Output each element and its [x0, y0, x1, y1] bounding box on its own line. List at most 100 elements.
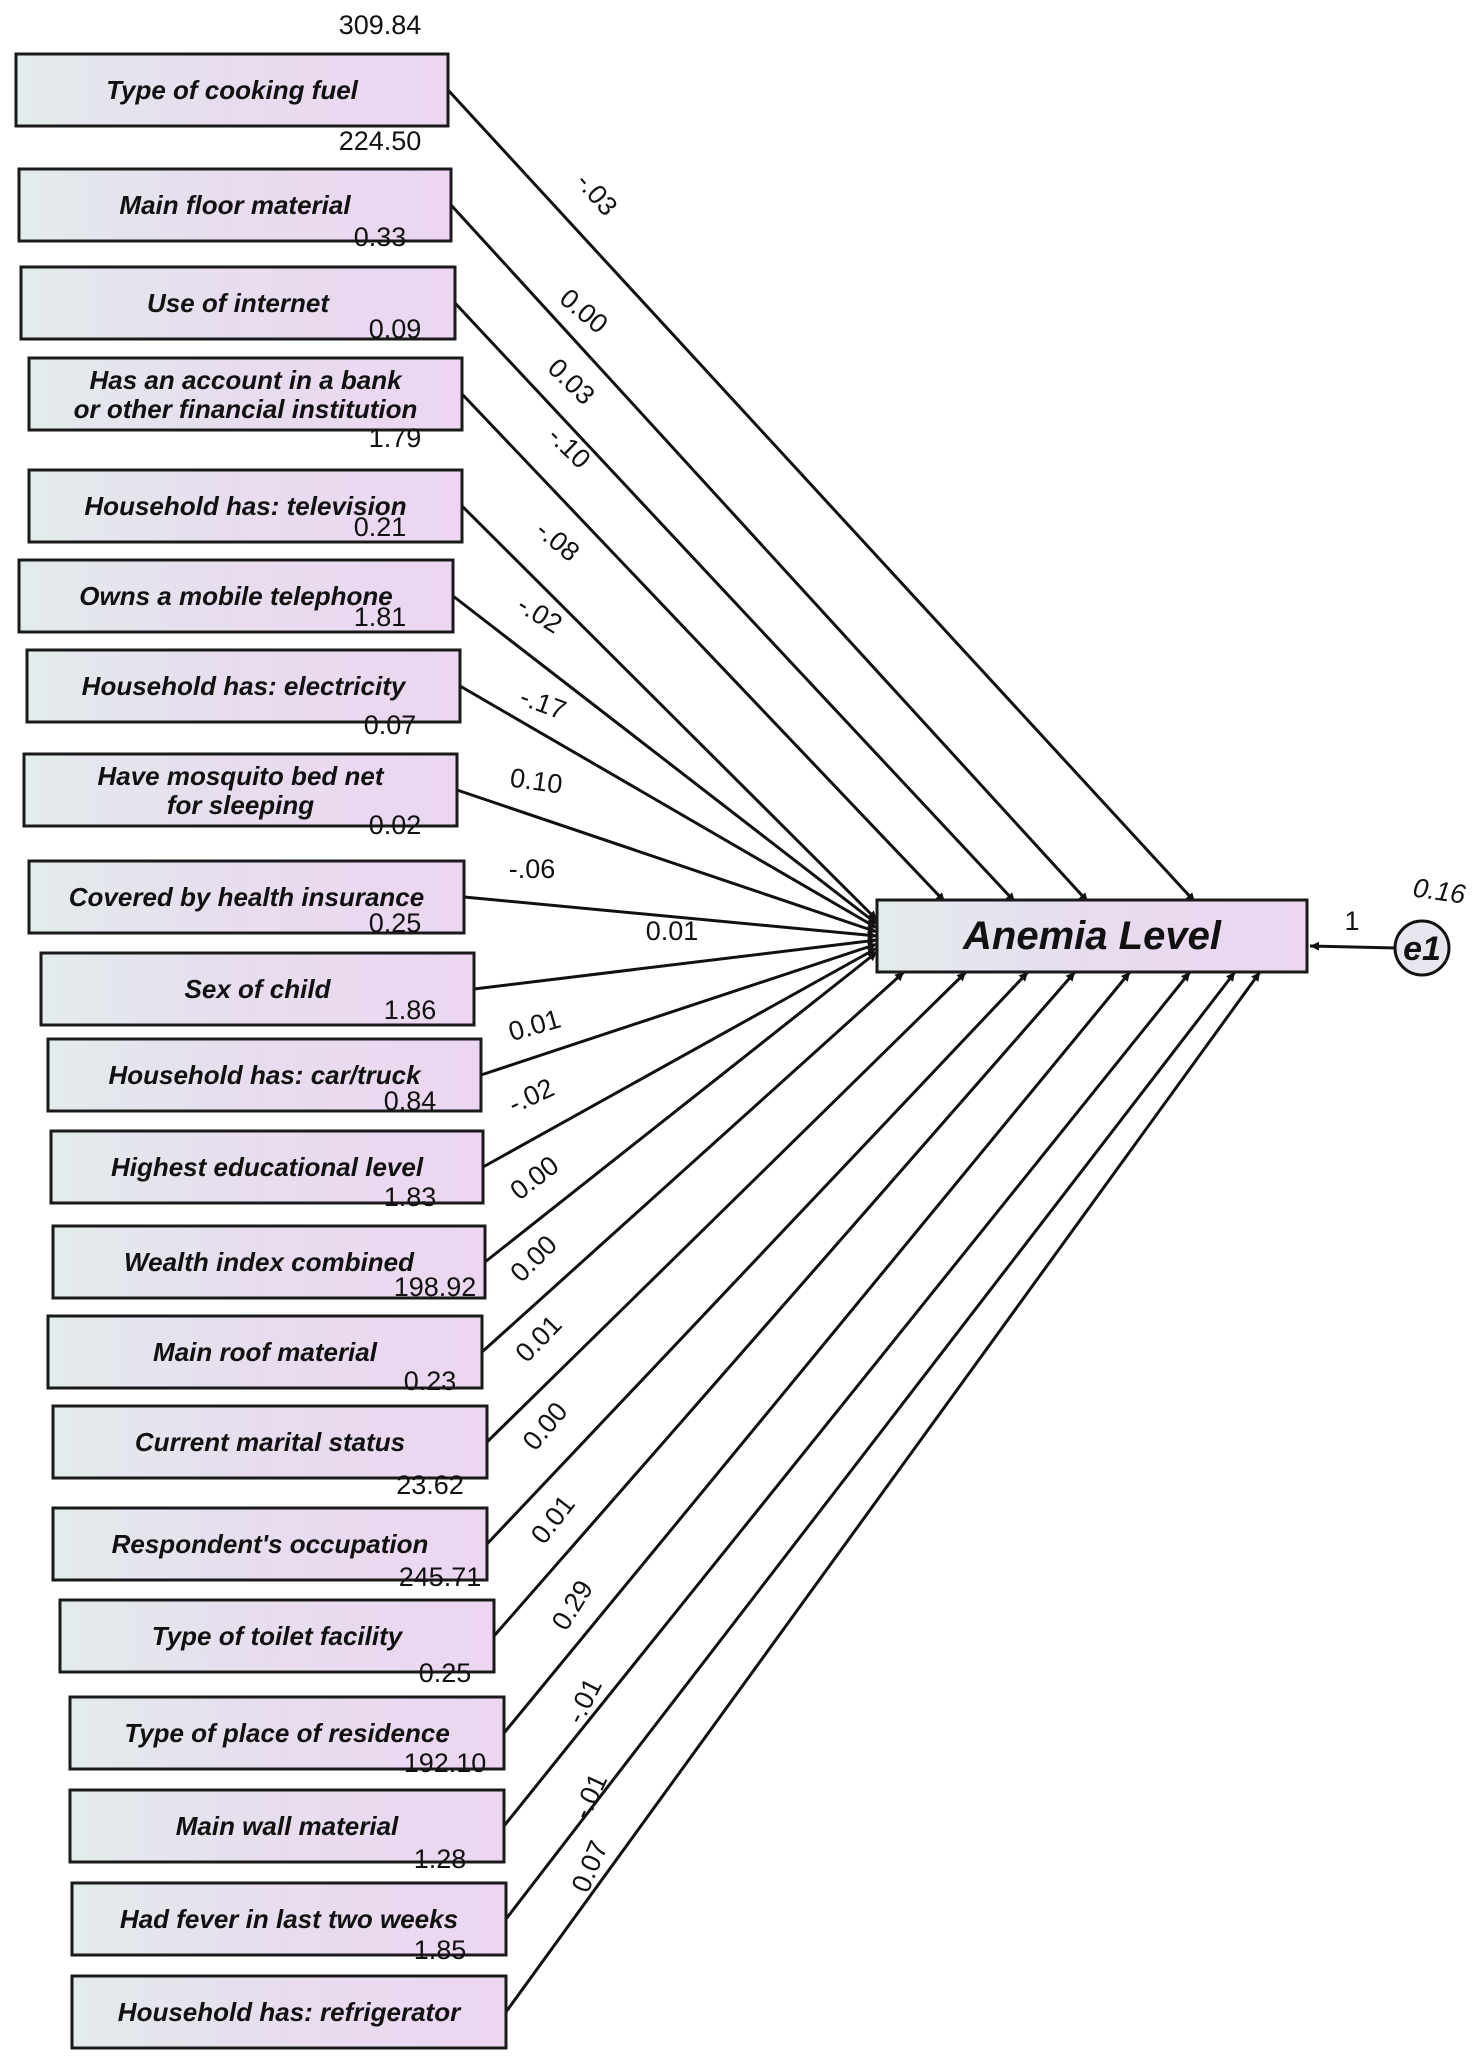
path-line [504, 971, 1262, 2013]
predictor-label: Respondent's occupation [112, 1529, 429, 1559]
predictor-variance: 0.09 [369, 314, 422, 344]
predictor-label: Main floor material [119, 190, 351, 220]
predictor-label: Type of place of residence [124, 1718, 450, 1748]
path-coefficient: -.01 [560, 1673, 608, 1728]
path-coefficient: -.17 [516, 681, 570, 725]
path-line [459, 684, 878, 930]
path-line [492, 971, 1077, 1637]
predictor-variance: 224.50 [339, 126, 422, 156]
path-coefficient: 0.01 [505, 1004, 564, 1047]
path-coefficient: 0.01 [525, 1490, 581, 1550]
error-path [1309, 941, 1397, 951]
predictor-node: Type of cooking fuel 309.84 [14, 10, 450, 128]
predictor-box [70, 1881, 508, 1957]
path-coefficient: 0.01 [646, 916, 699, 946]
path-coefficient: -.01 [566, 1769, 613, 1824]
predictor-box [70, 1974, 508, 2050]
predictor-label: Had fever in last two weeks [120, 1904, 458, 1934]
predictor-label: Household has: car/truck [108, 1060, 422, 1090]
predictor-variance: 1.28 [414, 1844, 467, 1874]
predictor-box [27, 356, 464, 432]
predictor-node: Type of place of residence 0.25 [68, 1658, 506, 1771]
path-line [485, 970, 968, 1444]
predictor-node: Highest educational level 0.84 [49, 1086, 485, 1205]
predictor-box [51, 1404, 489, 1480]
predictor-variance: 0.21 [354, 512, 407, 542]
path-line [449, 203, 1090, 904]
predictor-label: Highest educational level [111, 1152, 424, 1182]
predictor-node: Household has: electricity 1.81 [25, 602, 462, 724]
predictor-node: Covered by health insurance 0.02 [27, 810, 466, 935]
predictor-box [51, 1224, 487, 1300]
path-coefficient: -.02 [504, 1072, 559, 1119]
predictor-node: Main wall material 192.10 [68, 1748, 506, 1864]
error-node: e1 0.16 1 [1309, 873, 1468, 977]
predictor-variance: 192.10 [404, 1748, 487, 1778]
predictor-box [39, 951, 476, 1027]
predictor-node: Household has: television 1.79 [27, 423, 464, 544]
predictor-label: Type of cooking fuel [106, 75, 359, 105]
predictor-variance: 0.02 [369, 810, 422, 840]
error-variance: 0.16 [1411, 873, 1468, 910]
predictor-label: Household has: electricity [82, 671, 407, 701]
path-line [502, 971, 1192, 1827]
path-coefficient: -.10 [542, 421, 596, 475]
predictor-box [27, 468, 464, 544]
predictor-box [17, 167, 453, 243]
predictor-variance: 0.23 [404, 1366, 457, 1396]
path-line [453, 301, 1017, 904]
predictor-variance: 0.84 [384, 1086, 437, 1116]
predictor-label: Household has: television [84, 491, 406, 521]
predictor-box [51, 1506, 489, 1582]
predictor-box [49, 1129, 485, 1205]
predictor-variance: 1.79 [369, 423, 422, 453]
predictor-variance: 309.84 [339, 10, 422, 40]
predictor-node: Use of internet 0.33 [19, 222, 457, 341]
path-coefficient: -.06 [509, 854, 556, 884]
path-line [456, 788, 878, 934]
predictor-label: Main wall material [176, 1811, 399, 1841]
predictor-box [27, 859, 466, 935]
predictor-box [17, 558, 455, 634]
path-coefficient: -.02 [512, 589, 567, 639]
path-line [485, 970, 1030, 1546]
predictor-node: Main floor material 224.50 [17, 126, 453, 243]
error-weight: 1 [1344, 906, 1359, 936]
predictor-variance: 198.92 [394, 1272, 477, 1302]
path-line [482, 946, 878, 1169]
path-line [480, 970, 906, 1354]
predictor-label: Household has: refrigerator [118, 1997, 462, 2027]
predictor-variance: 0.25 [419, 1658, 472, 1688]
predictor-label: Use of internet [147, 288, 330, 318]
path-coefficient: 0.07 [566, 1836, 614, 1896]
predictor-variance: 0.33 [354, 222, 407, 252]
predictor-variance: 1.81 [354, 602, 407, 632]
predictor-label: Covered by health insurance [69, 882, 424, 912]
predictor-box [58, 1598, 496, 1674]
predictor-box [68, 1788, 506, 1864]
path-line [480, 942, 878, 1077]
predictor-variance: 1.83 [384, 1182, 437, 1212]
target-node: Anemia Level [875, 898, 1309, 974]
predictor-variance: 0.07 [364, 710, 417, 740]
predictor-node: Main roof material 198.92 [46, 1272, 484, 1390]
target-box [875, 898, 1309, 974]
predictor-variance: 1.85 [414, 1935, 467, 1965]
path-coefficient: 0.00 [554, 283, 614, 340]
path-line [502, 971, 1132, 1734]
predictor-variance: 1.86 [384, 995, 437, 1025]
path-line [460, 392, 947, 904]
predictor-variance: 245.71 [399, 1562, 482, 1592]
target-label: Anemia Level [962, 914, 1222, 958]
predictor-label: Main roof material [153, 1337, 378, 1367]
